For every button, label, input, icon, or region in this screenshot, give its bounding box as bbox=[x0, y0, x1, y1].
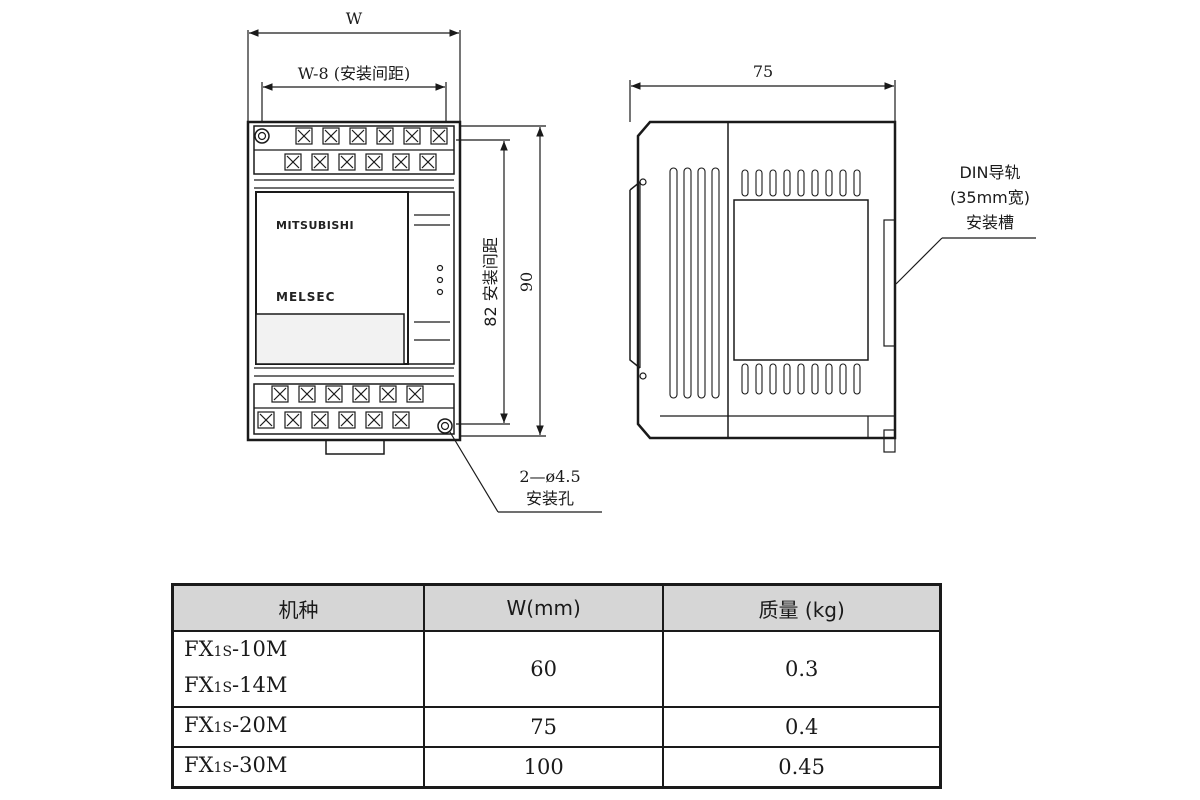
brand-label: MITSUBISHI bbox=[276, 219, 354, 232]
mount-pitch-label: W-8 (安装间距) bbox=[298, 64, 410, 83]
hole-note-line1: 2—ø4.5 bbox=[519, 467, 580, 486]
height-label: 90 bbox=[517, 272, 536, 292]
height-dimensions bbox=[456, 125, 546, 437]
table-row: FX1S-30M 100 0.45 bbox=[171, 746, 942, 789]
hole-note-line2: 安装孔 bbox=[526, 489, 574, 508]
front-view bbox=[246, 29, 462, 455]
mass-cell: 0.3 bbox=[662, 630, 942, 708]
model-name: FX1S-10M bbox=[184, 637, 288, 661]
model-cell: FX1S-30M bbox=[171, 746, 425, 789]
terminal-screws bbox=[257, 127, 448, 429]
spec-table: 机种 W(mm) 质量 (kg) FX1S-10M FX1S-14M 60 0.… bbox=[171, 583, 942, 789]
mount-height-label: 82 安装间距 bbox=[481, 237, 500, 326]
side-view bbox=[629, 80, 897, 453]
table-row: FX1S-10M FX1S-14M 60 0.3 bbox=[171, 630, 942, 708]
technical-drawing: W W-8 (安装间距) MITSUBISHI MELSEC 82 安装间距 9… bbox=[246, 9, 1036, 513]
depth-label: 75 bbox=[753, 62, 773, 81]
width-label: W bbox=[346, 9, 363, 28]
table-row: FX1S-20M 75 0.4 bbox=[171, 706, 942, 748]
table-header-row: 机种 W(mm) 质量 (kg) bbox=[171, 583, 942, 632]
width-cell: 60 bbox=[422, 630, 665, 708]
din-note-line1: DIN导轨 bbox=[959, 163, 1020, 182]
din-note-line2: (35mm宽) bbox=[950, 188, 1030, 207]
mass-cell: 0.45 bbox=[662, 746, 942, 789]
model-cell: FX1S-20M bbox=[171, 706, 425, 748]
model-cell: FX1S-10M FX1S-14M bbox=[171, 630, 425, 708]
header-model: 机种 bbox=[171, 583, 425, 632]
side-vents bbox=[669, 167, 861, 399]
series-label: MELSEC bbox=[276, 290, 335, 304]
header-width: W(mm) bbox=[422, 583, 665, 632]
model-name: FX1S-30M bbox=[184, 753, 288, 777]
din-leader bbox=[895, 237, 1036, 285]
model-name: FX1S-14M bbox=[184, 673, 288, 697]
width-cell: 75 bbox=[422, 706, 665, 748]
model-name: FX1S-20M bbox=[184, 713, 288, 737]
hole-leader bbox=[449, 431, 602, 513]
width-cell: 100 bbox=[422, 746, 665, 789]
mass-cell: 0.4 bbox=[662, 706, 942, 748]
header-mass: 质量 (kg) bbox=[662, 583, 942, 632]
din-note-line3: 安装槽 bbox=[966, 213, 1014, 232]
